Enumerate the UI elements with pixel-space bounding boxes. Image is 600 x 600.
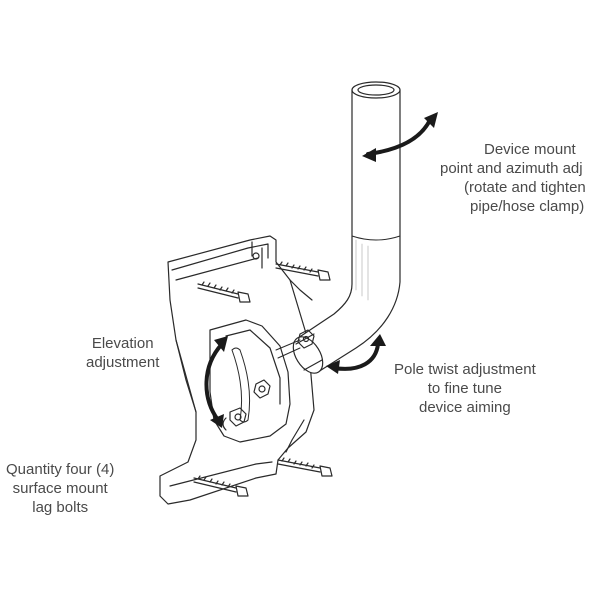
device-mount-label-line: pipe/hose clamp) <box>470 198 585 215</box>
device-mount-label-line: point and azimuth adj <box>440 160 583 177</box>
device-mount-label-line: Device mount <box>484 141 576 158</box>
elevation-arrow <box>204 336 228 428</box>
lag-bolts-label-line: Quantity four (4) <box>6 461 115 478</box>
lag-bolt-bottom-left <box>193 475 249 497</box>
device-mount-label-line: (rotate and tighten <box>464 179 586 196</box>
mast-pipe <box>297 81 401 373</box>
pole-twist-label-line: Pole twist adjustment <box>394 361 536 378</box>
lag-bolt-top-left <box>197 281 251 303</box>
lag-bolts-label-line: surface mount <box>12 480 108 497</box>
device-mount-label: Device mount point and azimuth adj (rota… <box>440 140 586 216</box>
lag-bolt-bottom-right <box>277 457 333 477</box>
elevation-label: Elevation adjustment <box>86 334 159 372</box>
lag-bolts-label: Quantity four (4) surface mount lag bolt… <box>6 460 114 517</box>
elevation-label-line: Elevation <box>91 335 154 352</box>
pole-twist-label: Pole twist adjustment to fine tune devic… <box>394 360 536 417</box>
lag-bolt-top-right <box>275 261 331 281</box>
pole-clamp <box>275 329 324 374</box>
azimuth-arrow <box>362 112 438 162</box>
wall-bracket <box>159 235 315 505</box>
pole-twist-arrow <box>326 334 386 374</box>
elevation-label-line: adjustment <box>86 354 160 371</box>
lag-bolts-label-line: lag bolts <box>32 499 89 516</box>
pole-twist-label-line: to fine tune <box>427 380 502 397</box>
pole-twist-label-line: device aiming <box>419 399 511 416</box>
